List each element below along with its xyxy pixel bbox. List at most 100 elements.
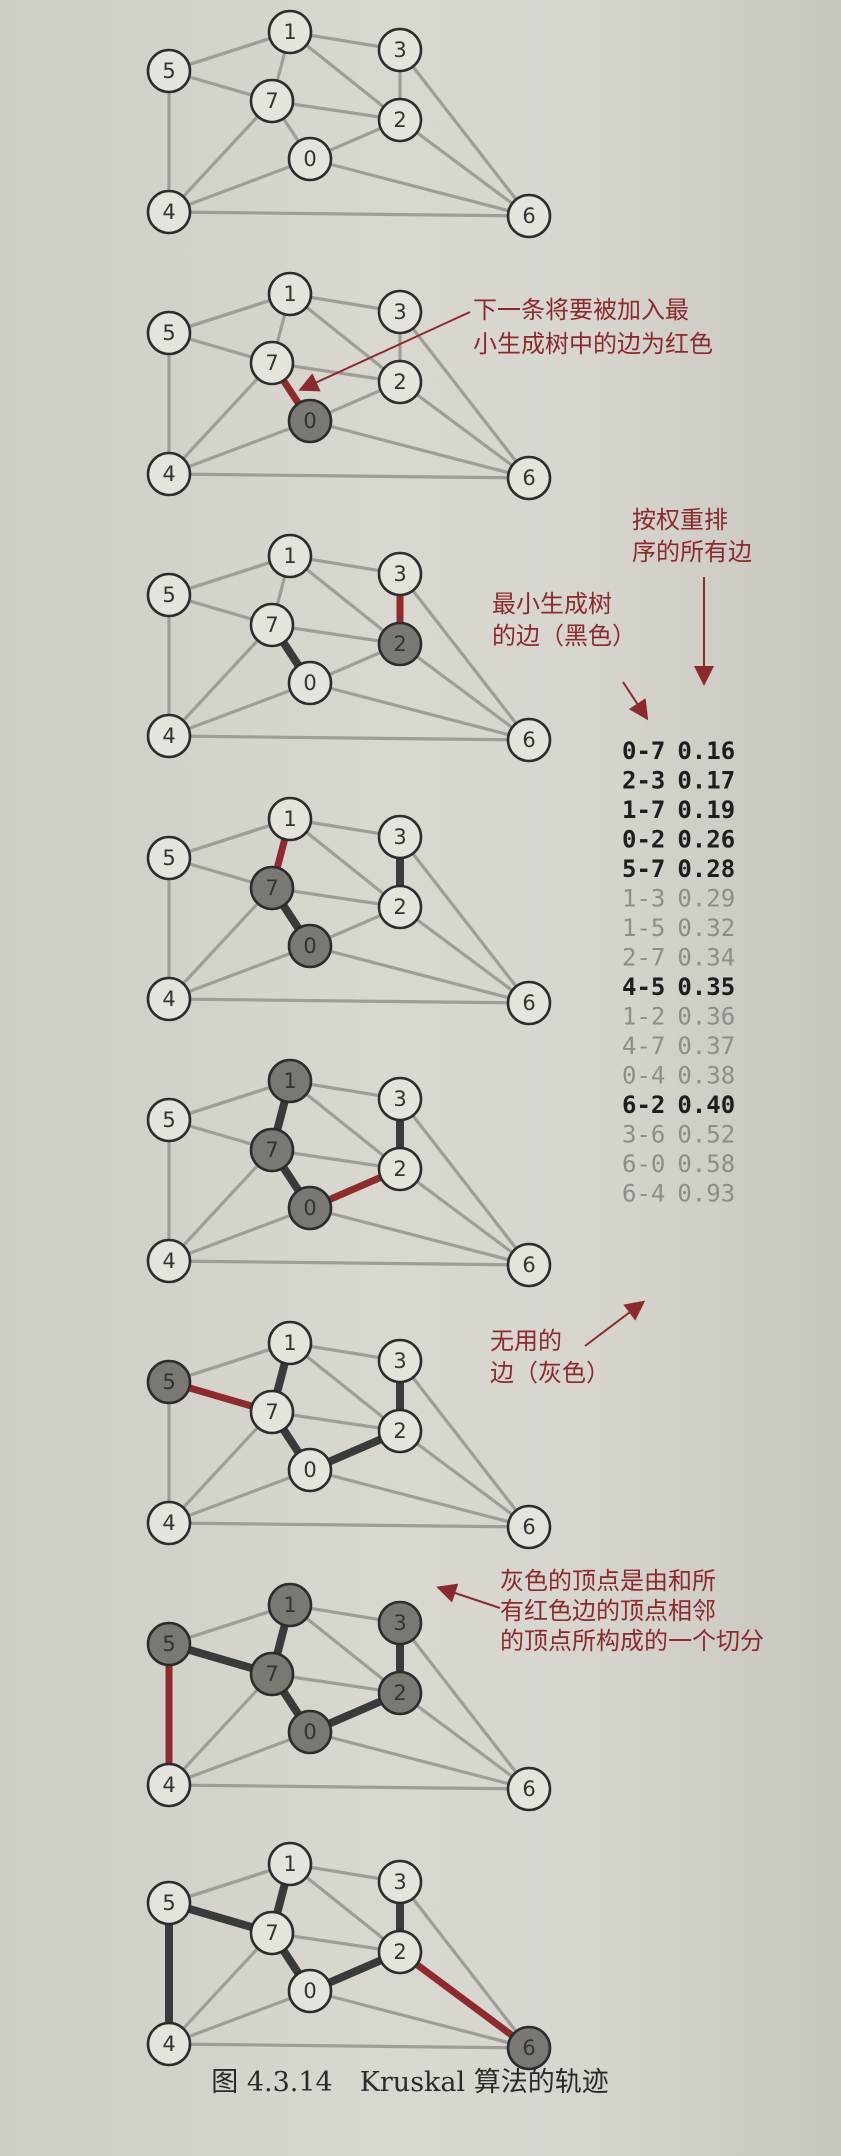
edge-list-edge: 1-5 — [622, 914, 665, 942]
node-2-circle — [377, 97, 423, 143]
node-2-circle — [377, 359, 423, 405]
edge-4-6 — [167, 472, 531, 480]
annotation-useless-edges-line-1: 无用的 — [490, 1327, 562, 1355]
node-2-label: 2 — [393, 370, 406, 394]
node-3-label: 3 — [393, 1870, 406, 1894]
edge-3-6 — [398, 48, 531, 218]
node-0-circle — [287, 660, 333, 706]
node-5-label: 5 — [162, 1370, 175, 1394]
annotation-next-edge: 下一条将要被加入最小生成树中的边为红色 — [473, 296, 713, 358]
edge-list-edge: 1-3 — [622, 885, 665, 913]
node-4-circle — [146, 1500, 192, 1546]
node-7-circle — [249, 1910, 295, 1956]
node-3-circle — [377, 1076, 423, 1122]
node-1-label: 1 — [283, 544, 296, 568]
edge-4-0 — [167, 681, 312, 738]
node-6-label: 6 — [522, 2036, 535, 2060]
annotation-cut: 灰色的顶点是由和所有红色边的顶点相邻的顶点所构成的一个切分 — [500, 1567, 764, 1655]
edge-4-6 — [167, 1259, 531, 1267]
edge-4-6 — [167, 210, 531, 218]
edge-0-6 — [308, 681, 531, 742]
edge-list-edge: 2-3 — [622, 767, 665, 795]
edge-list-weight: 0.37 — [677, 1032, 735, 1060]
node-2-circle — [377, 1929, 423, 1975]
node-3-circle — [377, 289, 423, 335]
edge-list-row: 1-3 0.29 — [622, 885, 735, 913]
node-5-circle — [146, 310, 192, 356]
edge-list-weight: 0.29 — [677, 885, 735, 913]
node-2-circle — [377, 621, 423, 667]
edge-3-6 — [398, 1621, 531, 1791]
node-3-circle — [377, 814, 423, 860]
edge-2-6 — [398, 380, 531, 480]
node-4-circle — [146, 189, 192, 235]
node-4-label: 4 — [162, 724, 175, 748]
edge-list-edge: 5-7 — [622, 855, 665, 883]
edge-4-0 — [167, 157, 312, 214]
edge-list-edge: 0-4 — [622, 1062, 665, 1090]
edge-list-weight: 0.34 — [677, 944, 735, 972]
edge-list-row: 1-7 0.19 — [622, 796, 735, 824]
node-1-circle — [267, 1841, 313, 1887]
node-5-label: 5 — [162, 1891, 175, 1915]
annotation-next-edge-line-2: 小生成树中的边为红色 — [473, 330, 713, 358]
node-4-label: 4 — [162, 1511, 175, 1535]
edge-2-6 — [398, 1167, 531, 1267]
edge-list-weight: 0.58 — [677, 1150, 735, 1178]
edge-list-edge: 4-5 — [622, 973, 665, 1001]
edge-3-6 — [398, 1359, 531, 1529]
node-0-label: 0 — [303, 1979, 316, 2003]
edge-0-6 — [308, 157, 531, 218]
node-5-label: 5 — [162, 583, 175, 607]
node-7-circle — [249, 1651, 295, 1697]
node-5-circle — [146, 48, 192, 94]
node-6-label: 6 — [522, 1777, 535, 1801]
edge-list-edge: 1-7 — [622, 796, 665, 824]
edge-4-0 — [167, 1206, 312, 1263]
edge-list-weight: 0.40 — [677, 1091, 735, 1119]
node-6-label: 6 — [522, 204, 535, 228]
edge-list-weight: 0.17 — [677, 767, 735, 795]
edge-list-weight: 0.52 — [677, 1121, 735, 1149]
node-3-label: 3 — [393, 1611, 406, 1635]
node-1-label: 1 — [283, 1852, 296, 1876]
edge-list-edge: 6-2 — [622, 1091, 665, 1119]
edge-4-6 — [167, 1521, 531, 1529]
edge-list-weight: 0.16 — [677, 737, 735, 765]
node-2-label: 2 — [393, 1681, 406, 1705]
node-2-circle — [377, 884, 423, 930]
edge-list-edge: 1-2 — [622, 1003, 665, 1031]
node-7-label: 7 — [265, 89, 278, 113]
edge-list-weight: 0.26 — [677, 826, 735, 854]
node-0-circle — [287, 1968, 333, 2014]
node-7-label: 7 — [265, 876, 278, 900]
node-7-circle — [249, 1127, 295, 1173]
edge-4-6 — [167, 2042, 531, 2050]
edge-4-7 — [167, 1410, 274, 1525]
node-1-circle — [267, 1582, 313, 1628]
node-6-circle — [506, 193, 552, 239]
node-5-label: 5 — [162, 1632, 175, 1656]
edge-4-0 — [167, 1730, 312, 1787]
node-1-label: 1 — [283, 807, 296, 831]
node-0-label: 0 — [303, 1458, 316, 1482]
node-0-circle — [287, 398, 333, 444]
node-1-label: 1 — [283, 282, 296, 306]
node-7-label: 7 — [265, 1400, 278, 1424]
node-3-circle — [377, 1859, 423, 1905]
edge-1-2 — [288, 817, 402, 909]
node-4-label: 4 — [162, 1249, 175, 1273]
node-5-circle — [146, 835, 192, 881]
edge-list-weight: 0.19 — [677, 796, 735, 824]
node-5-label: 5 — [162, 321, 175, 345]
node-5-circle — [146, 1621, 192, 1667]
node-0-circle — [287, 1185, 333, 1231]
node-1-circle — [267, 9, 313, 55]
edge-list-weight: 0.36 — [677, 1003, 735, 1031]
